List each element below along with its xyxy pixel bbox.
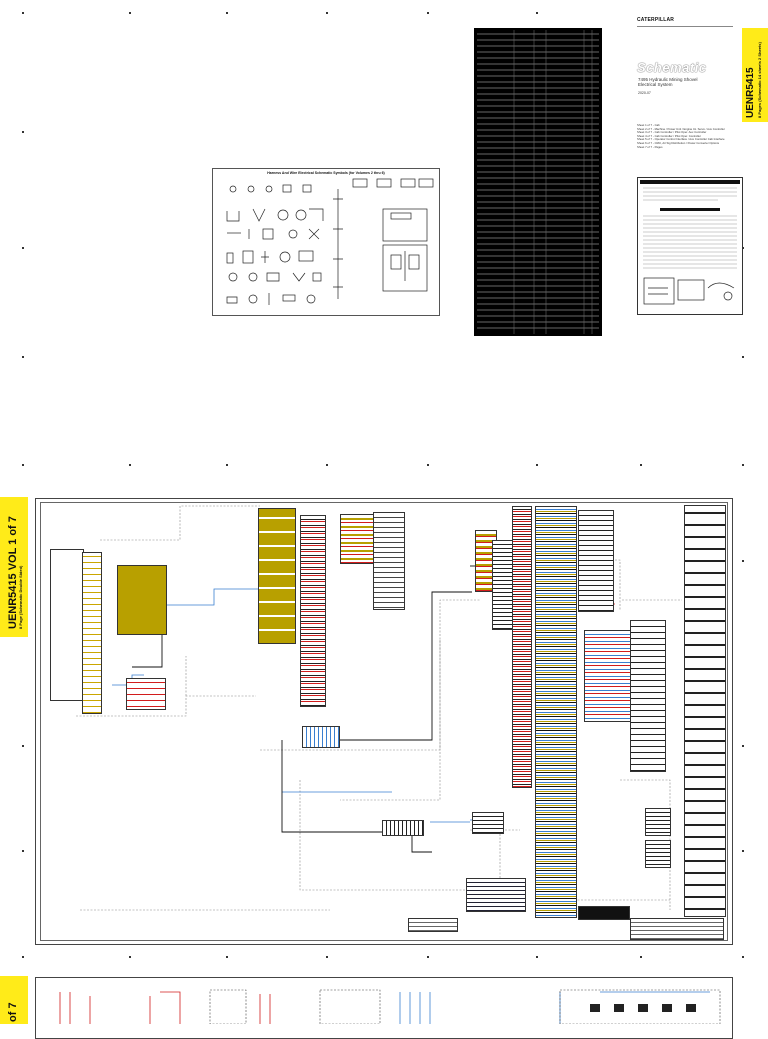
sheet-contents: Sheet 1 of 7 - Cab Sheet 2 of 7 - Machin… — [637, 123, 725, 149]
connector-strip-4 — [512, 506, 532, 788]
doc-tab-bottom: of 7 — [0, 976, 28, 1024]
legend-bar — [578, 906, 630, 920]
title-block-main — [630, 918, 724, 940]
schematic-border-outer — [35, 498, 733, 945]
connector-block-5 — [472, 812, 504, 834]
table-small-2 — [645, 840, 671, 868]
doc-tab-top: UENR5415 8 Pages (Schematic 14 sheets 2 … — [742, 28, 768, 122]
relay-block — [578, 510, 614, 612]
notes-table — [466, 878, 526, 912]
schematic-border-inner — [40, 502, 728, 941]
cab-controller-block — [50, 549, 84, 701]
main-harness-strip — [535, 506, 577, 918]
doc-tab-middle: UENR5415 VOL 1 of 7 8 Page (Schematic Do… — [0, 497, 28, 637]
cover-date: 2020-07 — [638, 91, 651, 95]
harness-block-2 — [258, 508, 296, 644]
information-panel-graphics — [640, 180, 740, 305]
caterpillar-logo: CATERPILLAR — [637, 17, 675, 23]
revision-block — [408, 918, 458, 932]
table-small-1 — [645, 808, 671, 836]
symbols-legend-panel: Harness And Wire Electrical Schematic Sy… — [212, 168, 440, 316]
information-panel — [637, 177, 743, 315]
connector-block-4 — [382, 820, 424, 836]
connector-block-1 — [126, 678, 166, 710]
schematic-sheet-2-drawing — [59, 989, 721, 1024]
connector-strip-2 — [300, 515, 326, 707]
symbols-legend-graphics — [226, 178, 434, 305]
harness-block-1 — [117, 565, 167, 635]
right-connector-column — [684, 505, 726, 917]
connector-block-2 — [302, 726, 340, 748]
symbols-legend-title: Harness And Wire Electrical Schematic Sy… — [267, 171, 385, 175]
parts-list-rows — [477, 30, 599, 334]
sensor-column — [630, 620, 666, 772]
cover-subtitle-line1: 7495 Hydraulic Mining Shovel — [638, 77, 698, 82]
cover-subtitle: 7495 Hydraulic Mining Shovel Electrical … — [638, 77, 738, 87]
connector-strip-1 — [82, 552, 102, 714]
switch-block — [373, 512, 405, 610]
title-rule — [637, 26, 733, 27]
blue-wires — [112, 544, 528, 823]
connector-block-3 — [584, 630, 632, 722]
cover-subtitle-line2: Electrical System — [638, 82, 673, 87]
harness-block-3 — [340, 514, 374, 564]
cover-title: Schematic — [637, 60, 707, 75]
parts-list-table — [474, 28, 602, 336]
